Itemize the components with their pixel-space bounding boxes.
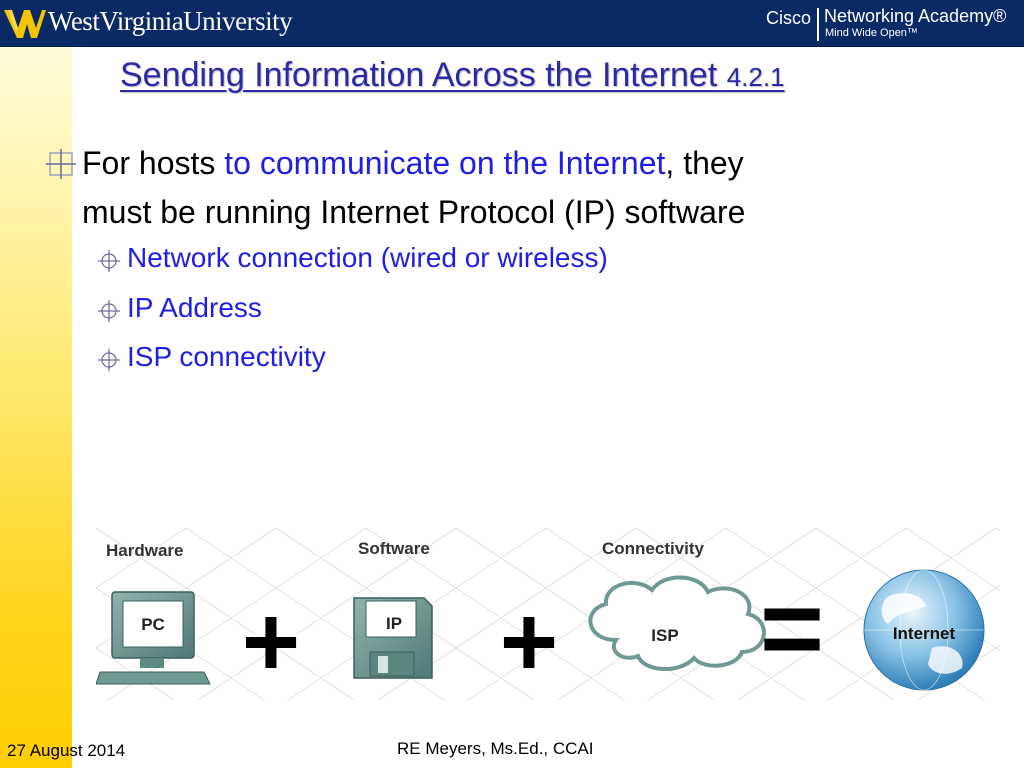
cross-bullet-icon	[46, 149, 76, 179]
circle-cross-bullet-icon	[98, 250, 120, 272]
diagram-background	[96, 528, 1000, 700]
slide-title-text: Sending Information Across the Internet	[120, 56, 718, 94]
subbullet-network: Network connection (wired or wireless)	[98, 242, 608, 274]
subbullet-text: IP Address	[127, 292, 262, 323]
isp-label: ISP	[651, 626, 678, 645]
subbullet-isp: ISP connectivity	[98, 341, 326, 373]
ip-label: IP	[386, 614, 402, 633]
subbullet-ip-address: IP Address	[98, 292, 262, 324]
cisco-divider	[817, 8, 819, 41]
floppy-disk-icon	[353, 597, 433, 679]
plus-operator: +	[500, 586, 558, 698]
main-bullet-line1: For hosts to communicate on the Internet…	[46, 139, 946, 188]
subbullet-text: Network connection (wired or wireless)	[127, 242, 608, 273]
main-bullet-line2: must be running Internet Protocol (IP) s…	[82, 194, 746, 230]
equals-operator: =	[760, 567, 824, 690]
wvu-flying-wv-icon	[4, 10, 46, 38]
globe-icon	[863, 569, 985, 691]
university-name: WestVirginiaUniversity	[48, 6, 293, 36]
heading-software: Software	[358, 539, 430, 558]
cloud-icon	[588, 575, 766, 672]
circle-cross-bullet-icon	[98, 349, 120, 371]
main-bullet-part1: For hosts	[82, 145, 225, 181]
main-bullet: For hosts to communicate on the Internet…	[46, 139, 946, 237]
footer-author: RE Meyers, Ms.Ed., CCAI	[397, 739, 594, 758]
network-requirements-diagram: Hardware Software Connectivity PC + IP +…	[96, 528, 1000, 700]
internet-label: Internet	[893, 624, 956, 643]
cisco-tagline: Mind Wide Open™	[825, 27, 918, 39]
header-bar: WestVirginiaUniversity Cisco Networking …	[0, 0, 1024, 47]
cisco-word: Cisco	[766, 8, 812, 28]
subbullet-text: ISP connectivity	[127, 341, 326, 372]
circle-cross-bullet-icon	[98, 300, 120, 322]
plus-operator: +	[242, 586, 300, 698]
main-bullet-highlight: to communicate on the Internet	[224, 145, 666, 181]
networking-academy-label: Networking Academy®	[824, 6, 1007, 26]
main-bullet-part2: , they	[665, 145, 744, 181]
footer-date: 27 August 2014	[7, 741, 126, 760]
pc-label: PC	[141, 615, 165, 634]
sidebar-gradient	[0, 46, 72, 768]
computer-icon	[96, 591, 211, 685]
heading-hardware: Hardware	[106, 541, 183, 560]
slide-title[interactable]: Sending Information Across the Internet …	[120, 56, 785, 95]
section-number: 4.2.1	[726, 62, 785, 92]
heading-connectivity: Connectivity	[602, 539, 705, 558]
